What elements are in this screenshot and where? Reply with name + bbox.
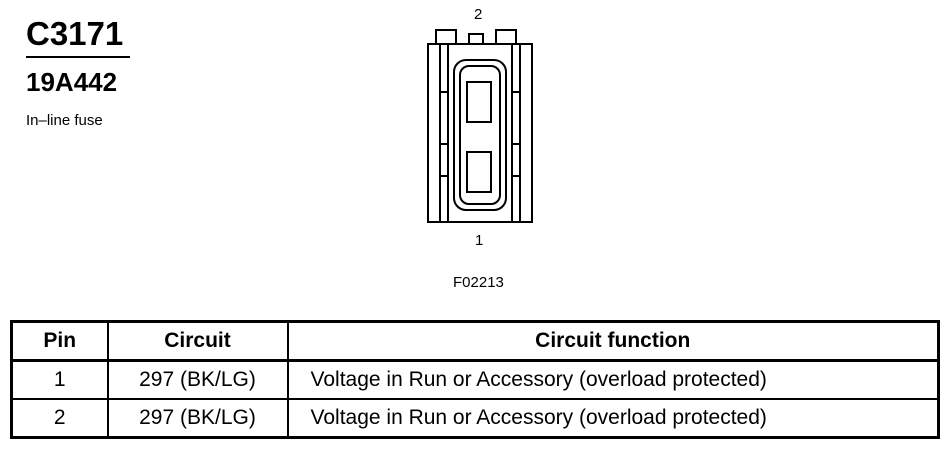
circuit-cell: 297 (BK/LG)	[106, 398, 288, 438]
inner-housing	[459, 65, 501, 205]
table-row: 1 297 (BK/LG) Voltage in Run or Accessor…	[11, 359, 939, 399]
inner-housing-outer	[453, 59, 507, 211]
connector-description: In–line fuse	[26, 112, 103, 129]
pin-cell: 1	[11, 359, 108, 399]
title-block: C3171 19A442 In–line fuse	[26, 14, 130, 129]
pin-2-label: 2	[474, 6, 483, 23]
part-number: 19A442	[26, 67, 118, 97]
connector-face-diagram	[427, 29, 533, 223]
figure-code: F02213	[453, 274, 504, 291]
pin-cell: 2	[11, 398, 108, 438]
connector-body	[427, 43, 533, 223]
center-tab	[468, 33, 484, 45]
header-circuit: Circuit	[106, 321, 288, 361]
circuit-function-cell: Voltage in Run or Accessory (overload pr…	[286, 398, 939, 438]
circuit-cell: 297 (BK/LG)	[106, 359, 288, 399]
right-tab	[495, 29, 517, 45]
header-circuit-function: Circuit function	[286, 321, 939, 361]
title-divider	[26, 56, 130, 58]
cavity-2	[466, 81, 492, 123]
header-pin: Pin	[43, 329, 77, 352]
cavity-1	[466, 151, 492, 193]
pinout-table: Pin Circuit Circuit function 1 297 (BK/L…	[10, 320, 940, 439]
pin-1-label: 1	[475, 232, 484, 249]
table-row: 2 297 (BK/LG) Voltage in Run or Accessor…	[11, 398, 939, 438]
table-header-row: Pin Circuit Circuit function	[11, 321, 939, 361]
circuit-function-cell: Voltage in Run or Accessory (overload pr…	[286, 359, 939, 399]
connector-id: C3171	[26, 15, 124, 52]
left-tab	[435, 29, 457, 45]
